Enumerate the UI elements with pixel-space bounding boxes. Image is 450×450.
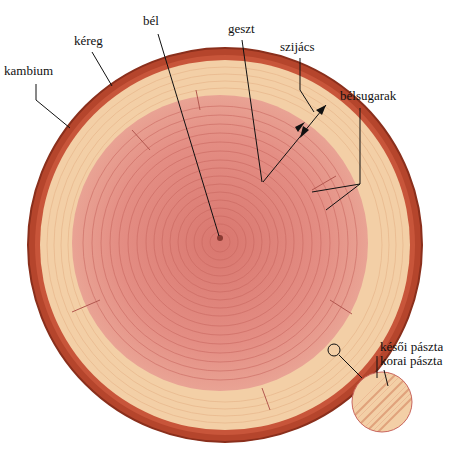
heartwood-label: geszt <box>228 22 255 36</box>
ray-label: bélsugarak <box>340 89 396 103</box>
earlywood-label: korai pászta <box>380 354 442 368</box>
bark <box>28 48 422 442</box>
inset-detail <box>350 368 414 436</box>
sapwood-rings <box>47 67 403 423</box>
heartwood <box>72 95 368 391</box>
arrowheads <box>295 105 326 138</box>
sapwood <box>40 60 410 430</box>
medullary-rays <box>72 90 352 410</box>
cambium-ring <box>35 55 415 435</box>
cambium-label: kambium <box>4 64 53 78</box>
growth-rings <box>83 106 357 380</box>
detail-marker <box>328 344 340 356</box>
pith <box>217 235 223 241</box>
leader-lines <box>36 34 362 378</box>
bark-label: kéreg <box>74 34 103 48</box>
pith-label: bél <box>143 14 159 28</box>
latewood-label: késői pászta <box>380 340 443 354</box>
inset-border <box>352 372 412 432</box>
sapwood-label: szijács <box>280 40 315 54</box>
